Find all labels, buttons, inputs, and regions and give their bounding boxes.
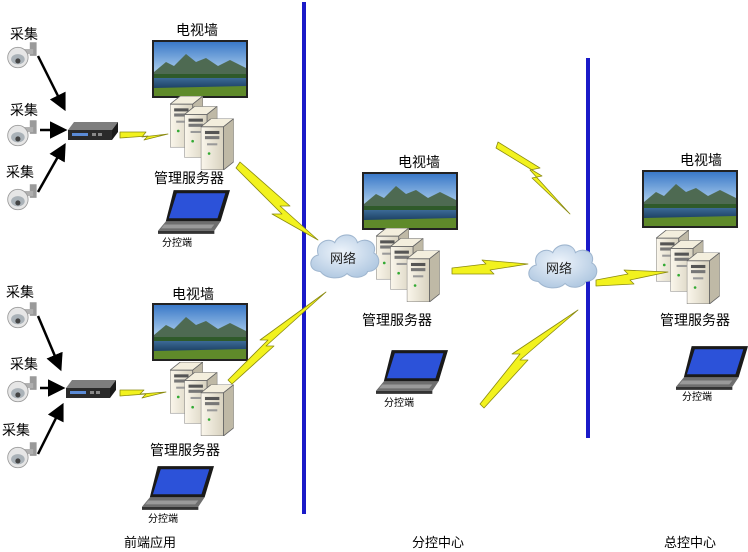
tv-wall-icon (152, 303, 248, 361)
lightning-link (119, 131, 169, 141)
arrow (36, 315, 63, 372)
camera-label: 采集 (6, 165, 34, 181)
network-label: 网络 (330, 252, 357, 267)
camera-icon (7, 375, 38, 403)
laptop-label: 分控端 (148, 514, 178, 525)
lightning-link (479, 309, 579, 409)
server-icon (376, 228, 440, 302)
lightning-link (595, 269, 669, 287)
camera-icon (7, 183, 38, 211)
tv-wall-icon (642, 170, 738, 228)
camera-label: 采集 (10, 103, 38, 119)
lightning-link (235, 161, 319, 241)
laptop-icon (142, 466, 214, 510)
dvr-icon (68, 122, 118, 140)
server-label: 管理服务器 (660, 313, 730, 329)
camera-icon (7, 41, 38, 69)
camera-label: 采集 (10, 27, 38, 43)
lightning-link (227, 291, 327, 385)
server-icon (170, 96, 234, 170)
arrow (36, 402, 64, 455)
lightning-link (451, 259, 529, 275)
laptop-icon (676, 346, 748, 390)
camera-label: 采集 (6, 285, 34, 301)
tv-wall-icon (152, 40, 248, 98)
camera-icon (7, 301, 38, 329)
camera-icon (7, 441, 38, 469)
lightning-link (119, 389, 167, 399)
camera-label: 采集 (2, 423, 30, 439)
lightning-link (495, 141, 571, 215)
section-branch-label: 分控中心 (412, 536, 465, 551)
laptop-icon (376, 350, 448, 394)
section-front-label: 前端应用 (124, 536, 177, 551)
tv-wall-label: 电视墙 (176, 23, 218, 39)
section-central-label: 总控中心 (664, 536, 717, 551)
network-label: 网络 (546, 262, 573, 277)
laptop-label: 分控端 (384, 398, 414, 409)
server-icon (170, 362, 234, 436)
tv-wall-label: 电视墙 (172, 287, 214, 303)
server-label: 管理服务器 (154, 171, 224, 187)
arrow (36, 142, 66, 193)
camera-icon (7, 119, 38, 147)
laptop-icon (158, 190, 230, 234)
tv-wall-label: 电视墙 (398, 155, 440, 171)
tv-wall-label: 电视墙 (680, 153, 722, 169)
laptop-label: 分控端 (162, 238, 192, 249)
server-label: 管理服务器 (150, 443, 220, 459)
server-label: 管理服务器 (362, 313, 432, 329)
camera-label: 采集 (10, 357, 38, 373)
laptop-label: 分控端 (682, 392, 712, 403)
tv-wall-icon (362, 172, 458, 230)
arrow (36, 55, 66, 112)
server-icon (656, 230, 720, 304)
dvr-icon (66, 380, 116, 398)
